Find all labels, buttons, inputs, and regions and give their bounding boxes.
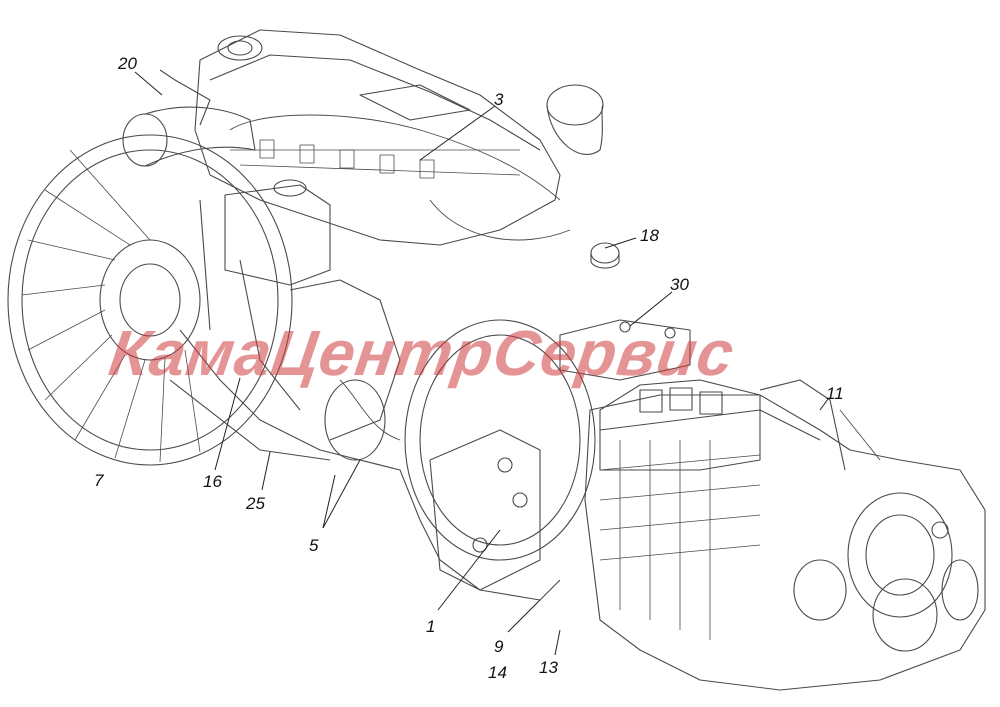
callout-25: 25 — [246, 494, 265, 513]
leader-9 — [507, 599, 541, 633]
leader-1 — [437, 529, 501, 611]
leader-30 — [629, 291, 673, 327]
fan-assembly — [7, 134, 293, 466]
callout-9: 9 — [494, 637, 504, 656]
turbo-intake — [122, 69, 256, 167]
mounting-plate — [559, 319, 691, 381]
callout-11: 11 — [826, 384, 844, 403]
leader-25 — [261, 451, 271, 491]
leader-13 — [554, 629, 561, 656]
leader-lines — [134, 71, 829, 656]
leader-3 — [419, 105, 496, 161]
callout-5: 5 — [309, 536, 319, 555]
leader-20 — [134, 71, 163, 96]
callout-14: 14 — [488, 663, 507, 682]
callout-7: 7 — [94, 471, 104, 490]
engine-block — [169, 199, 561, 601]
watermark-logo: КамаЦентрСервис — [104, 317, 740, 389]
leader-11 — [819, 398, 829, 411]
pipes — [229, 114, 881, 461]
exhaust-outlet — [546, 84, 604, 155]
callout-30: 30 — [670, 275, 689, 294]
callout-20: 20 — [118, 54, 137, 73]
leader-5b — [322, 459, 361, 529]
gearbox — [584, 379, 986, 691]
filter-cap — [590, 242, 620, 269]
leader-18 — [604, 237, 637, 249]
leader-5a — [322, 474, 336, 529]
coolant-tank — [224, 179, 331, 286]
clutch-housing — [404, 319, 596, 591]
callout-1: 1 — [426, 617, 436, 636]
callout-16: 16 — [203, 472, 222, 491]
callout-18: 18 — [640, 226, 659, 245]
engine-head — [194, 29, 561, 246]
leader-16 — [214, 377, 241, 471]
callout-13: 13 — [539, 658, 558, 677]
shift-module — [599, 379, 761, 471]
callout-3: 3 — [494, 90, 504, 109]
